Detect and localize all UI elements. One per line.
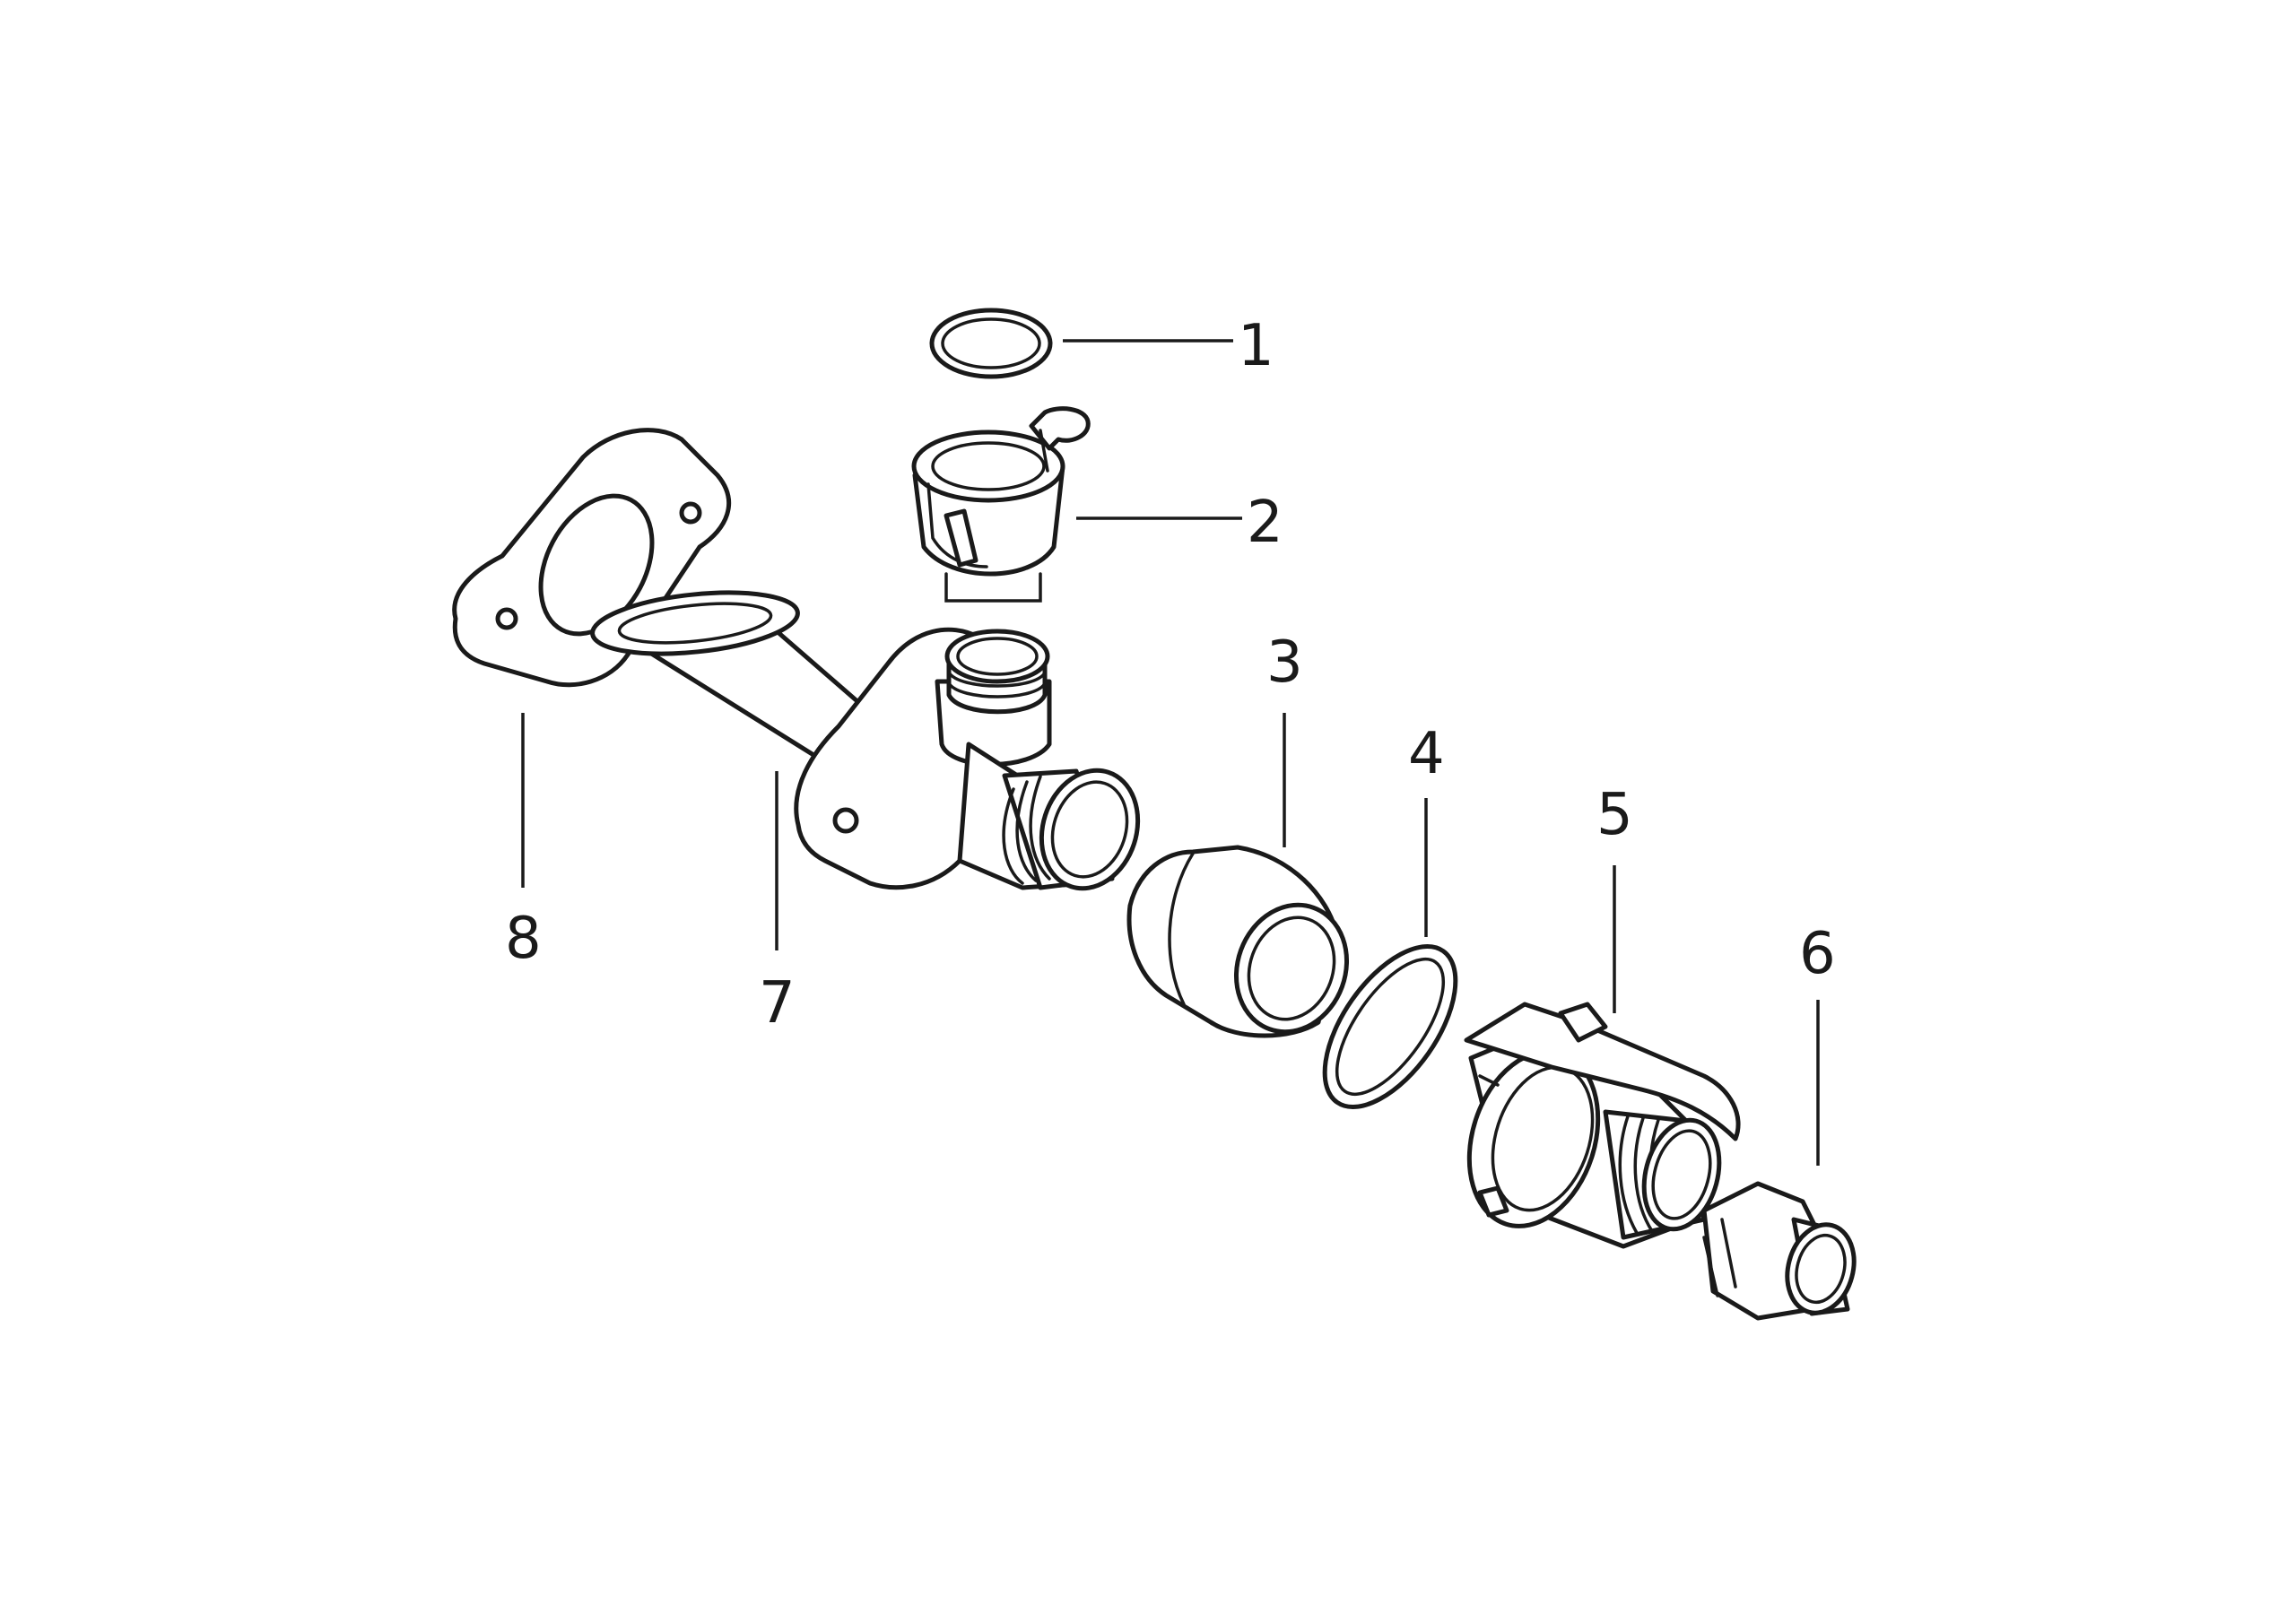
part-4-flat-washer: [1322, 944, 1458, 1109]
callout-2: 2: [1247, 490, 1283, 556]
part-6-hex-nipple: [1701, 1181, 1857, 1321]
callout-4: 4: [1408, 721, 1445, 787]
part-8-flange-gasket: [452, 428, 732, 688]
callout-6: 6: [1799, 921, 1836, 987]
callout-7: 7: [759, 970, 796, 1037]
part-2-hose-clamp: [911, 406, 1091, 603]
callout-8: 8: [505, 906, 542, 972]
callout-5: 5: [1596, 782, 1633, 848]
callout-1: 1: [1238, 313, 1274, 379]
part-7-tube-body: [590, 590, 1141, 891]
part-3-hose-nipple: [1126, 845, 1350, 1038]
part-5-camlock-coupling: [1464, 1002, 1741, 1249]
callout-3: 3: [1266, 629, 1303, 696]
part-1-o-ring: [929, 308, 1053, 379]
